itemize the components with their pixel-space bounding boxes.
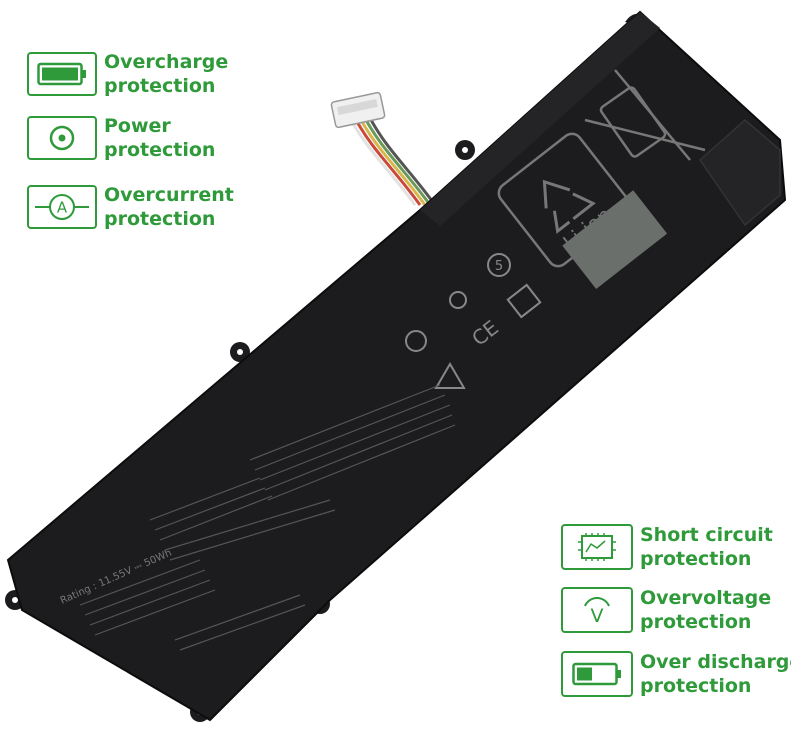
connector-plug <box>330 91 386 129</box>
prohibited-icon <box>405 330 427 352</box>
voltmeter-icon: V <box>561 587 633 633</box>
feature-over-discharge: Over discharge protection <box>561 650 791 698</box>
svg-text:A: A <box>57 199 68 217</box>
circuit-board-icon <box>561 524 633 570</box>
feature-power: Power protection <box>27 114 215 162</box>
battery-full-icon <box>27 52 97 96</box>
feature-label: Overcharge protection <box>104 51 229 97</box>
fine-print-block <box>79 384 456 651</box>
warning-triangle-icon <box>434 362 466 389</box>
svg-text:V: V <box>591 605 604 626</box>
ammeter-icon: A <box>27 185 97 229</box>
power-circle-icon <box>27 116 97 160</box>
recycle-number-icon <box>487 253 511 277</box>
feature-label: Overcurrent protection <box>104 184 234 230</box>
no-disposal-icon <box>449 291 467 309</box>
china-cert-icon <box>506 283 542 319</box>
feature-label: Over discharge protection <box>640 651 791 697</box>
recycle-arrows-icon <box>542 179 596 234</box>
battery-low-icon <box>561 651 633 697</box>
feature-overvoltage: V Overvoltage protection <box>561 586 771 634</box>
battery-body <box>6 10 787 722</box>
recycle-number: 5 <box>495 259 503 274</box>
feature-overcurrent: A Overcurrent protection <box>27 183 234 231</box>
feature-short-circuit: Short circuit protection <box>561 523 773 571</box>
feature-label: Short circuit protection <box>640 524 773 570</box>
weee-bin-icon <box>584 69 706 161</box>
barcode-label <box>562 190 668 289</box>
feature-label: Overvoltage protection <box>640 587 772 633</box>
connector-cable <box>348 117 437 206</box>
feature-label: Power protection <box>104 115 216 161</box>
feature-overcharge: Overcharge protection <box>27 50 228 98</box>
